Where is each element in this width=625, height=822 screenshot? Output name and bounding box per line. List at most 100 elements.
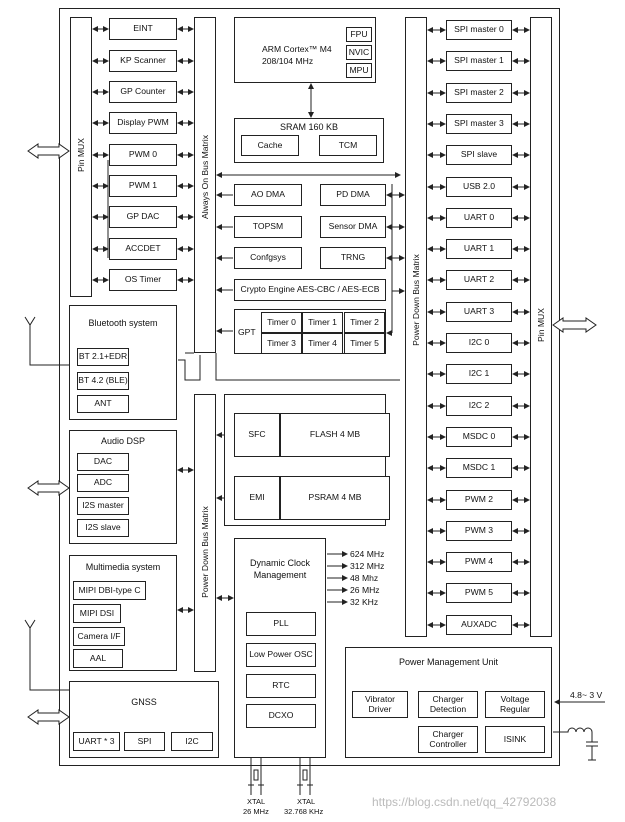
right-periph-15: PWM 2 [446,490,512,510]
rtc-block: RTC [246,674,316,698]
mm-item-0: MIPI DBI-type C [73,581,146,600]
right-periph-10: I2C 0 [446,333,512,353]
right-periph-1: SPI master 1 [446,51,512,71]
left-periph-0: EINT [109,18,177,40]
voltage-regular: Voltage Regular [485,691,545,718]
right-periph-7: UART 1 [446,239,512,259]
tcm-block: TCM [319,135,377,156]
charger-controller-line1: Charger [432,728,464,739]
charger-detection-line1: Charger [432,693,464,704]
vibrator-line1: Vibrator [365,693,395,704]
bus-seg-b [215,353,400,381]
topsm-block: TOPSM [234,216,302,238]
right-periph-17: PWM 4 [446,552,512,572]
left-periph-4: PWM 0 [109,144,177,166]
left-periph-7: ACCDET [109,238,177,260]
left-periph-1: KP Scanner [109,50,177,72]
right-periph-18: PWM 5 [446,583,512,603]
ao-dma-block: AO DMA [234,184,302,206]
clock-freq-0: 624 MHz [350,549,385,559]
right-power-down-bus-matrix [405,17,427,637]
bt-item-0: BT 2.1+EDR [77,348,129,366]
xtal-32khz-icon [297,758,313,795]
charger-controller-line2: Controller [429,738,467,749]
right-periph-3: SPI master 3 [446,114,512,134]
bt-item-1: BT 4.2 (BLE) [77,372,129,390]
right-periph-9: UART 3 [446,302,512,322]
vibrator-line2: Driver [368,703,392,714]
audio-item-3: I2S slave [77,519,129,537]
clock-freq-1: 312 MHz [350,561,385,571]
mm-item-1: MIPI DSI [73,604,121,623]
gnss-spi: SPI [124,732,165,751]
right-periph-12: I2C 2 [446,396,512,416]
cpu-frequency: 208/104 MHz [262,56,314,66]
right-periph-8: UART 2 [446,270,512,290]
gpt-label: GPT [238,327,256,337]
flash-block: FLASH 4 MB [280,413,390,457]
clock-title-1: Dynamic Clock [249,558,310,568]
multimedia-title: Multimedia system [85,562,161,572]
right-pin-mux [530,17,552,637]
watermark: https://blog.csdn.net/qq_42792038 [372,795,557,809]
mm-item-3: AAL [73,649,123,668]
timer-0: Timer 0 [261,312,302,333]
left-periph-3: Display PWM [109,112,177,134]
right-periph-2: SPI master 2 [446,83,512,103]
sfc-block: SFC [234,413,280,457]
cache-block: Cache [241,135,299,156]
right-pd-bus-label: Power Down Bus Matrix [411,254,421,346]
sram-label: SRAM 160 KB [279,122,339,132]
audio-item-2: I2S master [77,497,129,515]
xtal-26mhz-icon [248,758,264,795]
mpu-block: MPU [346,63,372,78]
pd-dma-block: PD DMA [320,184,386,206]
clock-freq-3: 26 MHz [350,585,380,595]
bt-antenna-icon [24,316,69,366]
pll-block: PLL [246,612,316,636]
clock-title-2: Management [253,570,307,580]
timer-5: Timer 5 [344,333,385,354]
nvic-block: NVIC [346,45,372,60]
timer-4: Timer 4 [302,333,343,354]
right-periph-19: AUXADC [446,615,512,635]
timer-1: Timer 1 [302,312,343,333]
right-pin-double-arrow-icon [552,317,597,333]
right-periph-6: UART 0 [446,208,512,228]
charger-detection-line2: Detection [429,703,467,714]
sensor-dma-block: Sensor DMA [320,216,386,238]
right-periph-14: MSDC 1 [446,458,512,478]
lower-power-down-bus-matrix [194,394,216,672]
left-pin-mux-label: Pin MUX [76,138,86,172]
confgsys-block: Confgsys [234,247,302,269]
xtal1-line2: 26 MHz [243,807,269,816]
right-periph-11: I2C 1 [446,364,512,384]
psram-block: PSRAM 4 MB [280,476,390,520]
left-pin-double-arrow-icon [27,143,70,159]
right-periph-4: SPI slave [446,145,512,165]
gnss-double-arrow-icon [27,709,70,725]
left-periph-6: GP DAC [109,206,177,228]
timer-2: Timer 2 [344,312,385,333]
vibrator-driver: Vibrator Driver [352,691,408,718]
crypto-engine-block: Crypto Engine AES-CBC / AES-ECB [234,279,386,301]
clock-freq-2: 48 Mhz [350,573,379,583]
audio-item-0: DAC [77,453,129,471]
voltage-line2: Regular [499,703,531,714]
left-periph-2: GP Counter [109,81,177,103]
bt-bus-wire [178,355,201,381]
clock-freq-4: 32 KHz [350,597,379,607]
gnss-i2c: I2C [171,732,213,751]
dcxo-block: DCXO [246,704,316,728]
right-periph-13: MSDC 0 [446,427,512,447]
charger-controller: Charger Controller [418,726,478,753]
mm-item-2: Camera I/F [73,627,125,646]
always-on-bus-matrix-label: Always On Bus Matrix [200,134,210,220]
pmu-title: Power Management Unit [398,657,499,667]
audio-double-arrow-icon [27,480,70,496]
emi-block: EMI [234,476,280,520]
xtal1-line1: XTAL [247,797,266,806]
charger-detection: Charger Detection [418,691,478,718]
cpu-name: ARM Cortex™ M4 [262,44,332,54]
